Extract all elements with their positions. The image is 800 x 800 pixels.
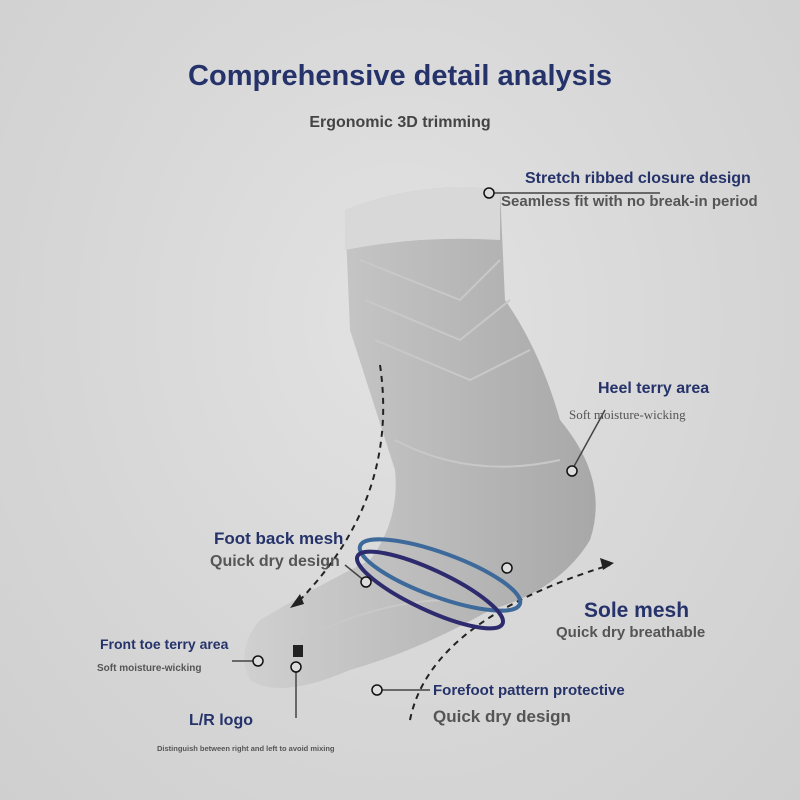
front-toe-title: Front toe terry area	[100, 636, 229, 652]
closure-desc: Seamless fit with no break-in period	[501, 193, 758, 210]
dashed-arrows	[294, 364, 611, 721]
heel-desc: Soft moisture-wicking	[569, 407, 686, 422]
forefoot-title: Forefoot pattern protective	[433, 682, 625, 699]
callout-dots	[252, 187, 578, 696]
front-toe-desc: Soft moisture-wicking	[97, 663, 202, 674]
logo-title: L/R logo	[189, 712, 253, 729]
foot-back-desc: Quick dry design	[210, 553, 340, 570]
forefoot-desc: Quick dry design	[433, 707, 571, 726]
heel-title: Heel terry area	[598, 380, 710, 397]
sole-desc: Quick dry breathable	[556, 624, 706, 641]
logo-desc: Distinguish between right and left to av…	[157, 744, 335, 753]
leader-lines	[232, 192, 660, 718]
sock-shape	[244, 187, 596, 688]
foot-back-title: Foot back mesh	[214, 529, 344, 548]
page-subtitle: Ergonomic 3D trimming	[309, 114, 491, 131]
closure-title: Stretch ribbed closure design	[525, 170, 751, 187]
page-title: Comprehensive detail analysis	[188, 60, 612, 92]
sole-ring	[355, 537, 523, 631]
lr-logo-mark	[293, 645, 303, 657]
sole-title: Sole mesh	[584, 599, 690, 622]
